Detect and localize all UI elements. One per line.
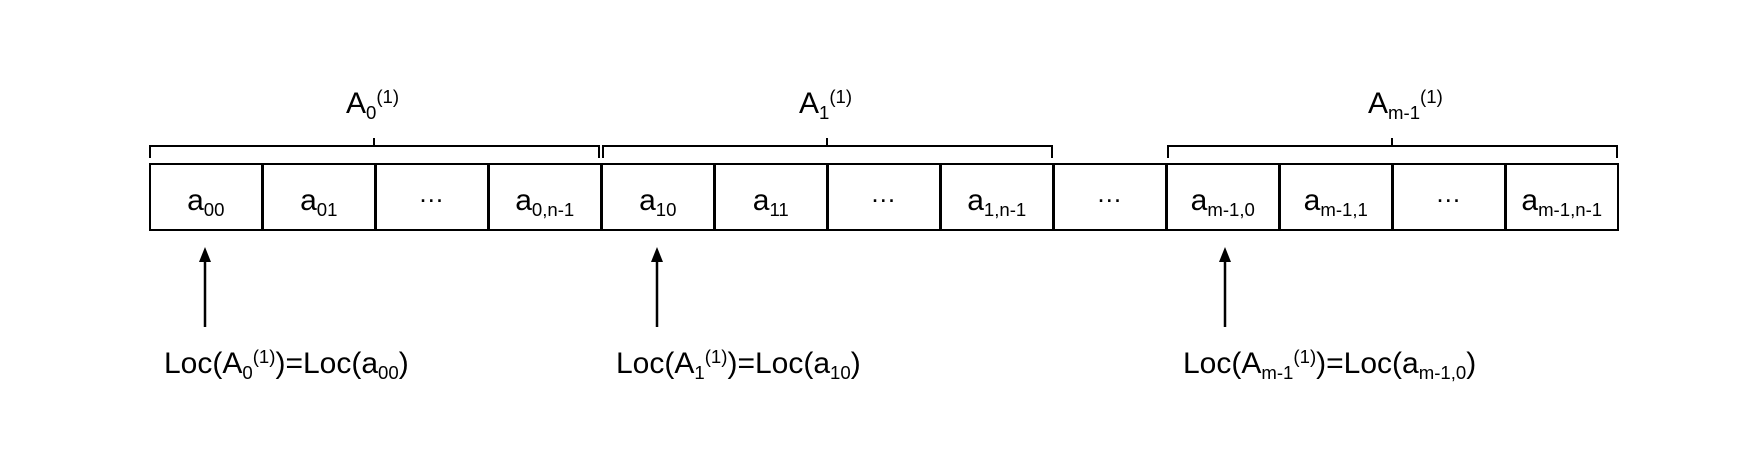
array-cell: am-1,n-1 bbox=[1504, 163, 1619, 231]
array-cell-ellipsis: … bbox=[1391, 163, 1506, 231]
arrow-0 bbox=[199, 247, 211, 327]
group-label-0: A0(1) bbox=[346, 85, 400, 123]
array-cell: a1,n-1 bbox=[939, 163, 1054, 231]
group-label-m-1: Am-1(1) bbox=[1368, 85, 1443, 123]
array-cell: a00 bbox=[148, 163, 263, 231]
brace-group-0 bbox=[149, 138, 600, 158]
array-cell: a11 bbox=[713, 163, 828, 231]
array-cell: am-1,0 bbox=[1165, 163, 1280, 231]
array-cell-ellipsis: … bbox=[826, 163, 941, 231]
brace-group-m-1 bbox=[1167, 138, 1618, 158]
location-label-m-1: Loc(Am-1(1))=Loc(am-1,0) bbox=[1183, 345, 1477, 383]
array-cell-ellipsis: … bbox=[374, 163, 489, 231]
arrow-1 bbox=[651, 247, 663, 327]
group-label-1: A1(1) bbox=[799, 85, 853, 123]
arrow-2 bbox=[1219, 247, 1231, 327]
array-cell: a10 bbox=[600, 163, 715, 231]
array-cell: a01 bbox=[261, 163, 376, 231]
location-label-1: Loc(A1(1))=Loc(a10) bbox=[616, 345, 861, 383]
array-cell: a0,n-1 bbox=[487, 163, 602, 231]
array-cell: am-1,1 bbox=[1278, 163, 1393, 231]
array-cell-ellipsis: … bbox=[1052, 163, 1167, 231]
location-label-0: Loc(A0(1))=Loc(a00) bbox=[164, 345, 409, 383]
brace-group-1 bbox=[602, 138, 1053, 158]
